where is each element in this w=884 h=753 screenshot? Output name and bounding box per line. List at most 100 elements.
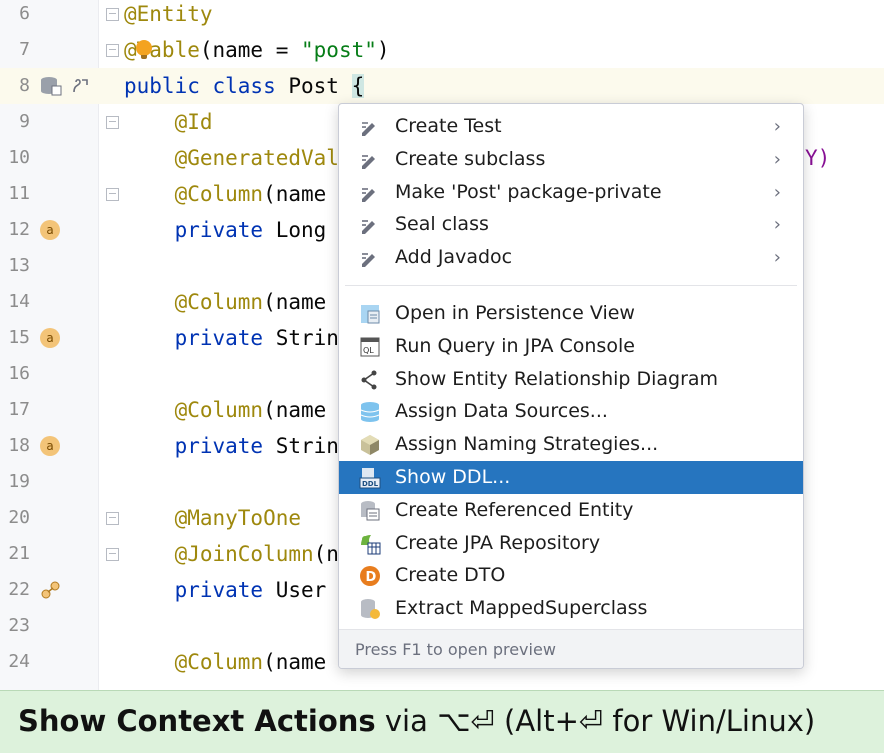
menu-item-add-javadoc[interactable]: Add Javadoc › [339, 241, 803, 274]
menu-item-extract-mappedsuperclass[interactable]: Extract MappedSuperclass [339, 592, 803, 625]
chevron-right-icon: › [773, 148, 781, 170]
code-token: Long [275, 218, 327, 242]
code-token: @Column [124, 650, 264, 674]
menu-item-assign-data-sources[interactable]: Assign Data Sources... [339, 395, 803, 428]
code-token: "post" [301, 38, 377, 62]
line-number: 9 [19, 111, 30, 132]
code-line[interactable]: 7@Table(name = "post") [0, 32, 884, 68]
relationship-icon[interactable] [40, 580, 62, 600]
menu-item-create-referenced-entity[interactable]: Create Referenced Entity [339, 494, 803, 527]
data-source-icon [359, 401, 381, 423]
chevron-right-icon: › [773, 247, 781, 269]
attribute-icon[interactable]: a [40, 328, 60, 348]
intention-icon [359, 247, 381, 269]
code-line[interactable]: 10 @GeneratedVal [0, 140, 884, 176]
code-token: @JoinColumn [124, 542, 314, 566]
code-token: ) [376, 38, 390, 62]
code-token: private [124, 434, 276, 458]
fold-marker[interactable] [106, 8, 119, 21]
menu-item-label: Extract MappedSuperclass [395, 597, 648, 620]
menu-item-create-test[interactable]: Create Test› [339, 110, 803, 143]
database-icon[interactable] [40, 76, 62, 96]
code-token: (name = [199, 38, 302, 62]
code-line[interactable]: 17 @Column(name [0, 392, 884, 428]
editor-gutter [0, 0, 98, 752]
menu-item-label: Seal class [395, 213, 489, 236]
menu-item-label: Run Query in JPA Console [395, 334, 635, 357]
fold-marker[interactable] [106, 44, 119, 57]
code-line[interactable]: 21 @JoinColumn(n [0, 536, 884, 572]
code-line[interactable]: 14 @Column(name [0, 284, 884, 320]
code-token: private [124, 578, 276, 602]
line-number: 15 [8, 327, 30, 348]
menu-item-label: Show DDL... [395, 466, 511, 488]
footer-hint: Press F1 to open preview [355, 640, 556, 659]
code-token: @Column [124, 398, 264, 422]
menu-item-seal-class[interactable]: Seal class› [339, 208, 803, 241]
code-token: Strin [275, 434, 339, 458]
menu-item-show-ddl[interactable]: DDL Show DDL... [339, 461, 803, 494]
code-token: private [124, 218, 276, 242]
menu-item-label: Create JPA Repository [395, 531, 601, 554]
fold-marker[interactable] [106, 548, 119, 561]
menu-item-open-in-persistence-view[interactable]: Open in Persistence View [339, 297, 803, 330]
code-line[interactable]: 19 [0, 464, 884, 500]
svg-text:D: D [366, 570, 377, 585]
code-line[interactable]: 18 private Strin [0, 428, 884, 464]
lightbulb-icon[interactable] [136, 40, 152, 59]
code-line[interactable]: 16 [0, 356, 884, 392]
line-number: 11 [8, 183, 30, 204]
code-text: private Strin [124, 428, 339, 464]
code-token: (n [313, 542, 339, 566]
code-line[interactable]: 22 private User [0, 572, 884, 608]
menu-item-create-jpa-repository[interactable]: Create JPA Repository [339, 527, 803, 560]
code-line[interactable]: 15 private Strin [0, 320, 884, 356]
attribute-icon[interactable]: a [40, 436, 60, 456]
menu-item-make-post-package-private[interactable]: Make 'Post' package-private› [339, 176, 803, 209]
menu-item-create-subclass[interactable]: Create subclass› [339, 143, 803, 176]
intention-icon [359, 149, 381, 171]
menu-item-create-dto[interactable]: D Create DTO [339, 559, 803, 592]
code-line[interactable]: 20 @ManyToOne [0, 500, 884, 536]
intention-icon [359, 214, 381, 236]
tip-banner: Show Context Actions via ⌥⏎ (Alt+⏎ for W… [0, 690, 884, 753]
tip-shortcut: via ⌥⏎ (Alt+⏎ for Win/Linux) [375, 704, 816, 738]
line-number: 24 [8, 651, 30, 672]
code-line[interactable]: 6@Entity [0, 0, 884, 32]
code-line[interactable]: 9 @Id [0, 104, 884, 140]
line-number: 22 [8, 579, 30, 600]
menu-item-label: Create Referenced Entity [395, 498, 634, 521]
menu-item-label: Add Javadoc [395, 246, 513, 269]
line-number: 18 [8, 435, 30, 456]
code-text: private User [124, 572, 327, 608]
spring-bean-icon[interactable] [70, 76, 90, 96]
fold-marker[interactable] [106, 512, 119, 525]
code-token: (name [263, 398, 327, 422]
menu-item-show-entity-relationship-diagram[interactable]: Show Entity Relationship Diagram [339, 363, 803, 396]
code-line[interactable]: 24 @Column(name [0, 644, 884, 680]
code-line[interactable]: 23 [0, 608, 884, 644]
line-number: 8 [19, 75, 30, 96]
code-line[interactable]: 11 @Column(name [0, 176, 884, 212]
line-number: 19 [8, 471, 30, 492]
code-token: { [351, 74, 365, 98]
referenced-entity-icon [359, 500, 381, 522]
code-line[interactable]: 13 [0, 248, 884, 284]
code-token: @GeneratedVal [124, 146, 339, 170]
menu-item-assign-naming-strategies[interactable]: Assign Naming Strategies... [339, 428, 803, 461]
svg-text:DDL: DDL [362, 480, 379, 488]
code-token: (name [263, 650, 327, 674]
intention-icon [359, 116, 381, 138]
code-line[interactable]: 12 private Long [0, 212, 884, 248]
tip-text: Show Context Actions via ⌥⏎ (Alt+⏎ for W… [18, 691, 815, 751]
code-text: @JoinColumn(n [124, 536, 339, 572]
persistence-view-icon [359, 303, 381, 325]
attribute-key-icon[interactable]: a [40, 220, 60, 240]
menu-item-label: Create DTO [395, 564, 506, 587]
fold-marker[interactable] [106, 188, 119, 201]
fold-marker[interactable] [106, 116, 119, 129]
gutter-separator [98, 0, 99, 752]
